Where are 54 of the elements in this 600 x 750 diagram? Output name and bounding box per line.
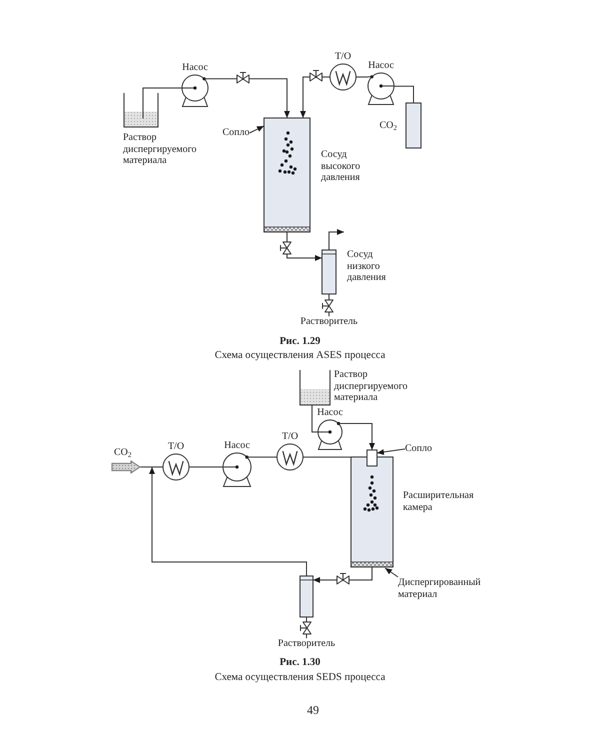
- flow-arrow: [342, 423, 375, 450]
- valve-icon: [236, 70, 250, 84]
- flow-arrow: [328, 229, 344, 250]
- figure-number: Рис. 1.29: [280, 336, 320, 348]
- equipment-label: Расширительная камера: [403, 490, 474, 513]
- equipment-label: Раствор диспергируемого материала: [334, 369, 408, 404]
- flow-arrow: [248, 78, 290, 118]
- vessel-icon: [299, 575, 314, 618]
- leader-line: [249, 126, 264, 134]
- pipe-line: [142, 88, 182, 94]
- pipe-line: [394, 86, 414, 104]
- gas-label: CO$_{2}$: [114, 446, 132, 458]
- figure-caption: Схема осуществления ASES процесса: [214, 350, 386, 362]
- figure-number: Рис. 1.30: [280, 656, 320, 670]
- leader-line: [376, 448, 406, 455]
- flow-arrow: [300, 76, 310, 118]
- stream-label: Растворитель: [278, 638, 336, 650]
- pipe-line: [250, 456, 278, 458]
- pipe-line: [348, 566, 372, 580]
- pipe-line: [328, 312, 330, 317]
- callout-label: Сопло: [405, 443, 432, 455]
- equipment-label: Насос: [182, 62, 208, 73]
- pipe-line: [302, 456, 352, 458]
- stream-label: Растворитель: [300, 316, 358, 328]
- flow-arrow: [286, 254, 322, 261]
- valve-icon: [321, 299, 334, 313]
- pipe-line: [356, 76, 368, 78]
- equipment-label: Насос: [224, 440, 250, 451]
- equipment-label: Т/О: [334, 50, 352, 62]
- equipment-label: Раствор диспергируемого материала: [123, 132, 196, 166]
- equipment-label: Насос: [317, 406, 343, 418]
- pipe-line: [306, 634, 307, 639]
- pipe-line: [312, 404, 318, 432]
- pipe-line: [188, 466, 224, 468]
- gas-label: CO$_{2}$: [380, 120, 397, 132]
- callout-label: Диспергированный материал: [398, 577, 481, 600]
- equipment-label: Сосуд низкого давления: [347, 249, 386, 284]
- nozzle-icon: [366, 449, 378, 467]
- pipe-line: [286, 232, 288, 242]
- callout-label: Сопло: [222, 127, 250, 139]
- equipment-label: Насос: [368, 60, 394, 72]
- valve-icon: [309, 69, 323, 82]
- valve-icon: [336, 572, 350, 585]
- equipment-label: Т/О: [168, 440, 184, 452]
- pipe-line: [208, 78, 238, 80]
- valve-icon: [279, 241, 292, 255]
- pipe-line: [140, 466, 152, 468]
- page-number: 49: [307, 704, 319, 718]
- equipment-label: Сосуд высокого давления: [321, 149, 360, 184]
- leader-line: [384, 568, 398, 578]
- figure-caption: Схема осуществления SEDS процесса: [214, 672, 386, 684]
- flow-arrow: [312, 577, 338, 583]
- valve-icon: [298, 621, 312, 635]
- equipment-label: Т/О: [282, 430, 298, 442]
